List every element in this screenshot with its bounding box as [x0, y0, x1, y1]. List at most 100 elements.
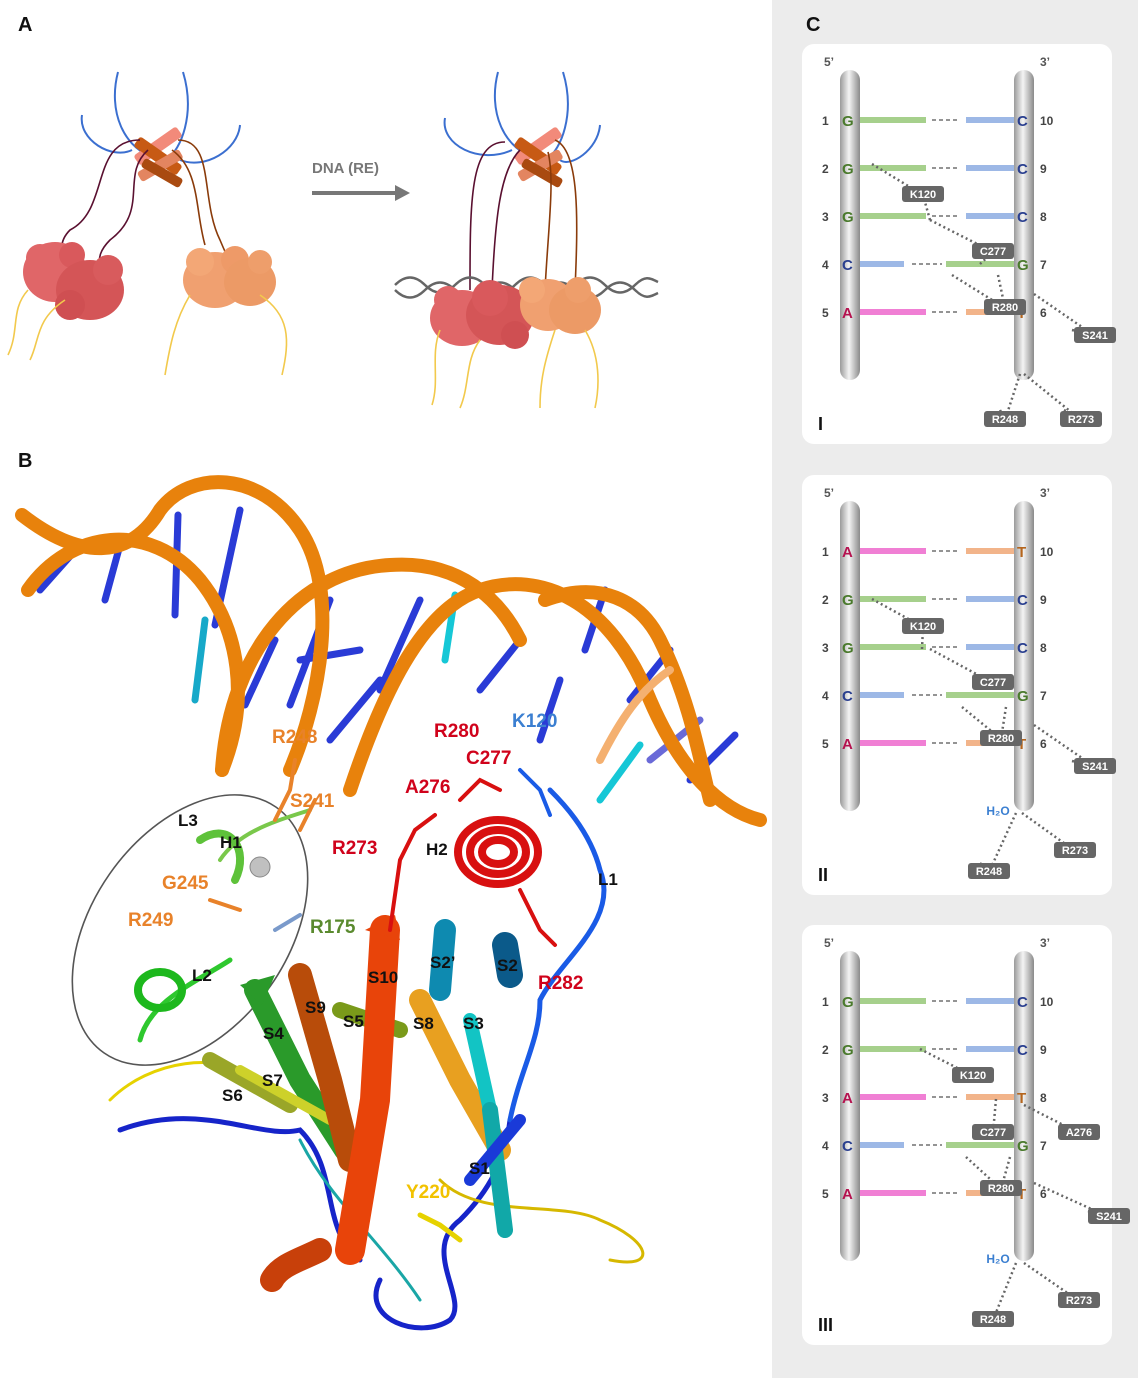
- position-number: 3: [822, 1091, 829, 1105]
- base-bar-right: [966, 596, 1014, 602]
- residue-label-c277: C277: [466, 748, 512, 769]
- position-number: 6: [1040, 737, 1047, 751]
- position-number: 2: [822, 162, 829, 176]
- position-number: 8: [1040, 1091, 1047, 1105]
- residue-tag-label: K120: [960, 1070, 986, 1082]
- base-pair-ladder: 5’3’1AT102GC93GC84CG75AT6K120C277R280S24…: [818, 486, 1116, 885]
- five-prime-label: 5’: [824, 936, 834, 950]
- position-number: 2: [822, 1043, 829, 1057]
- position-number: 6: [1040, 306, 1047, 320]
- residue-tag-label: K120: [910, 621, 936, 633]
- strand-label-s7: S7: [262, 1071, 283, 1090]
- position-number: 10: [1040, 114, 1054, 128]
- residue-tag: [1058, 1292, 1100, 1308]
- strand-rail-left: [840, 70, 860, 380]
- strand-label-s10: S10: [368, 968, 399, 987]
- base-bar-right: [966, 213, 1014, 219]
- residue-label-r280: R280: [434, 721, 480, 742]
- position-number: 8: [1040, 210, 1047, 224]
- base-letter-left: C: [842, 1138, 853, 1155]
- position-number: 5: [822, 1187, 829, 1201]
- position-number: 4: [822, 1139, 829, 1153]
- core-domain-left-b: [430, 280, 534, 349]
- residue-tag-label: K120: [910, 189, 936, 201]
- residue-tag-label: R280: [992, 302, 1018, 314]
- residue-tag: [972, 1124, 1014, 1140]
- contact-line: [951, 273, 1006, 310]
- base-bar-left: [860, 261, 904, 267]
- residue-tag-label: R273: [1062, 845, 1088, 857]
- base-bar-right: [966, 117, 1014, 123]
- position-number: 3: [822, 210, 829, 224]
- contact-line: [1021, 811, 1076, 853]
- base-letter-left: A: [842, 736, 853, 753]
- base-letter-right: C: [1017, 592, 1028, 609]
- base-bar-left: [860, 1094, 926, 1100]
- base-letter-right: G: [1017, 688, 1029, 705]
- interaction-card-iii: 5’3’1GC102GC93AT84CG75AT6K120C277A276R28…: [802, 925, 1130, 1345]
- residue-tag-label: S241: [1082, 761, 1108, 773]
- base-pair-ladder: 5’3’1GC102GC93GC84CG75AT6K120C277R280S24…: [818, 55, 1116, 434]
- base-pair-ladder: 5’3’1GC102GC93AT84CG75AT6K120C277A276R28…: [818, 936, 1130, 1335]
- residue-tag-label: A276: [1066, 1127, 1092, 1139]
- contact-line: [991, 1262, 1018, 1321]
- contact-line: [1033, 1181, 1110, 1219]
- loop-label-l2: L2: [192, 966, 212, 985]
- helix-label-h2: H2: [426, 840, 448, 859]
- residue-tag: [984, 299, 1026, 315]
- base-bar-right: [966, 1094, 1014, 1100]
- core-domain-right-a: [183, 246, 276, 308]
- strand-label-s4: S4: [263, 1024, 284, 1043]
- position-number: 1: [822, 995, 829, 1009]
- position-number: 6: [1040, 1187, 1047, 1201]
- residue-label-r273: R273: [332, 838, 378, 859]
- base-letter-left: A: [842, 1186, 853, 1203]
- base-letter-right: C: [1017, 994, 1028, 1011]
- loop-label-l3: L3: [178, 811, 198, 830]
- position-number: 9: [1040, 1043, 1047, 1057]
- card-roman-numeral: I: [818, 414, 823, 434]
- residue-tag-label: S241: [1082, 330, 1108, 342]
- base-letter-right: C: [1017, 209, 1028, 226]
- contact-line: [929, 647, 994, 685]
- residue-tag-label: R273: [1066, 1295, 1092, 1307]
- base-bar-right: [966, 998, 1014, 1004]
- water-label: H₂O: [986, 804, 1009, 818]
- base-letter-left: A: [842, 1090, 853, 1107]
- base-letter-right: C: [1017, 1042, 1028, 1059]
- residue-tag: [902, 186, 944, 202]
- panel-a-illustration: [7, 71, 659, 409]
- residue-tag-label: R248: [992, 414, 1018, 426]
- position-number: 7: [1040, 258, 1047, 272]
- dna-bound-p53-tetramer: [394, 71, 659, 409]
- panel-label-c: C: [806, 14, 821, 36]
- strand-label-s9: S9: [305, 998, 326, 1017]
- base-bar-left: [860, 165, 926, 171]
- base-letter-left: G: [842, 113, 854, 130]
- loop-label-l1: L1: [598, 870, 618, 889]
- strand-label-s2-prime: S2’: [430, 953, 456, 972]
- panel-b-structure: [15, 475, 767, 1331]
- three-prime-label: 3’: [1040, 936, 1050, 950]
- residue-tag: [1074, 327, 1116, 343]
- position-number: 5: [822, 737, 829, 751]
- three-prime-label: 3’: [1040, 55, 1050, 69]
- base-bar-right: [966, 644, 1014, 650]
- contact-line: [920, 626, 925, 650]
- arrow-label: DNA (RE): [312, 160, 379, 177]
- base-bar-left: [860, 1142, 904, 1148]
- position-number: 4: [822, 689, 829, 703]
- base-letter-left: G: [842, 161, 854, 178]
- tetramerization-domain-bound: [514, 127, 563, 188]
- residue-tag-label: S241: [1096, 1211, 1122, 1223]
- residue-tag: [1058, 1124, 1100, 1140]
- residue-tag-label: R280: [988, 1183, 1014, 1195]
- base-bar-right: [966, 1046, 1014, 1052]
- base-bar-left: [860, 596, 926, 602]
- unbound-p53-tetramer: [7, 71, 288, 376]
- residue-label-s241: S241: [290, 791, 335, 812]
- strand-label-s2: S2: [497, 956, 518, 975]
- base-letter-left: A: [842, 544, 853, 561]
- five-prime-label: 5’: [824, 486, 834, 500]
- base-letter-left: G: [842, 209, 854, 226]
